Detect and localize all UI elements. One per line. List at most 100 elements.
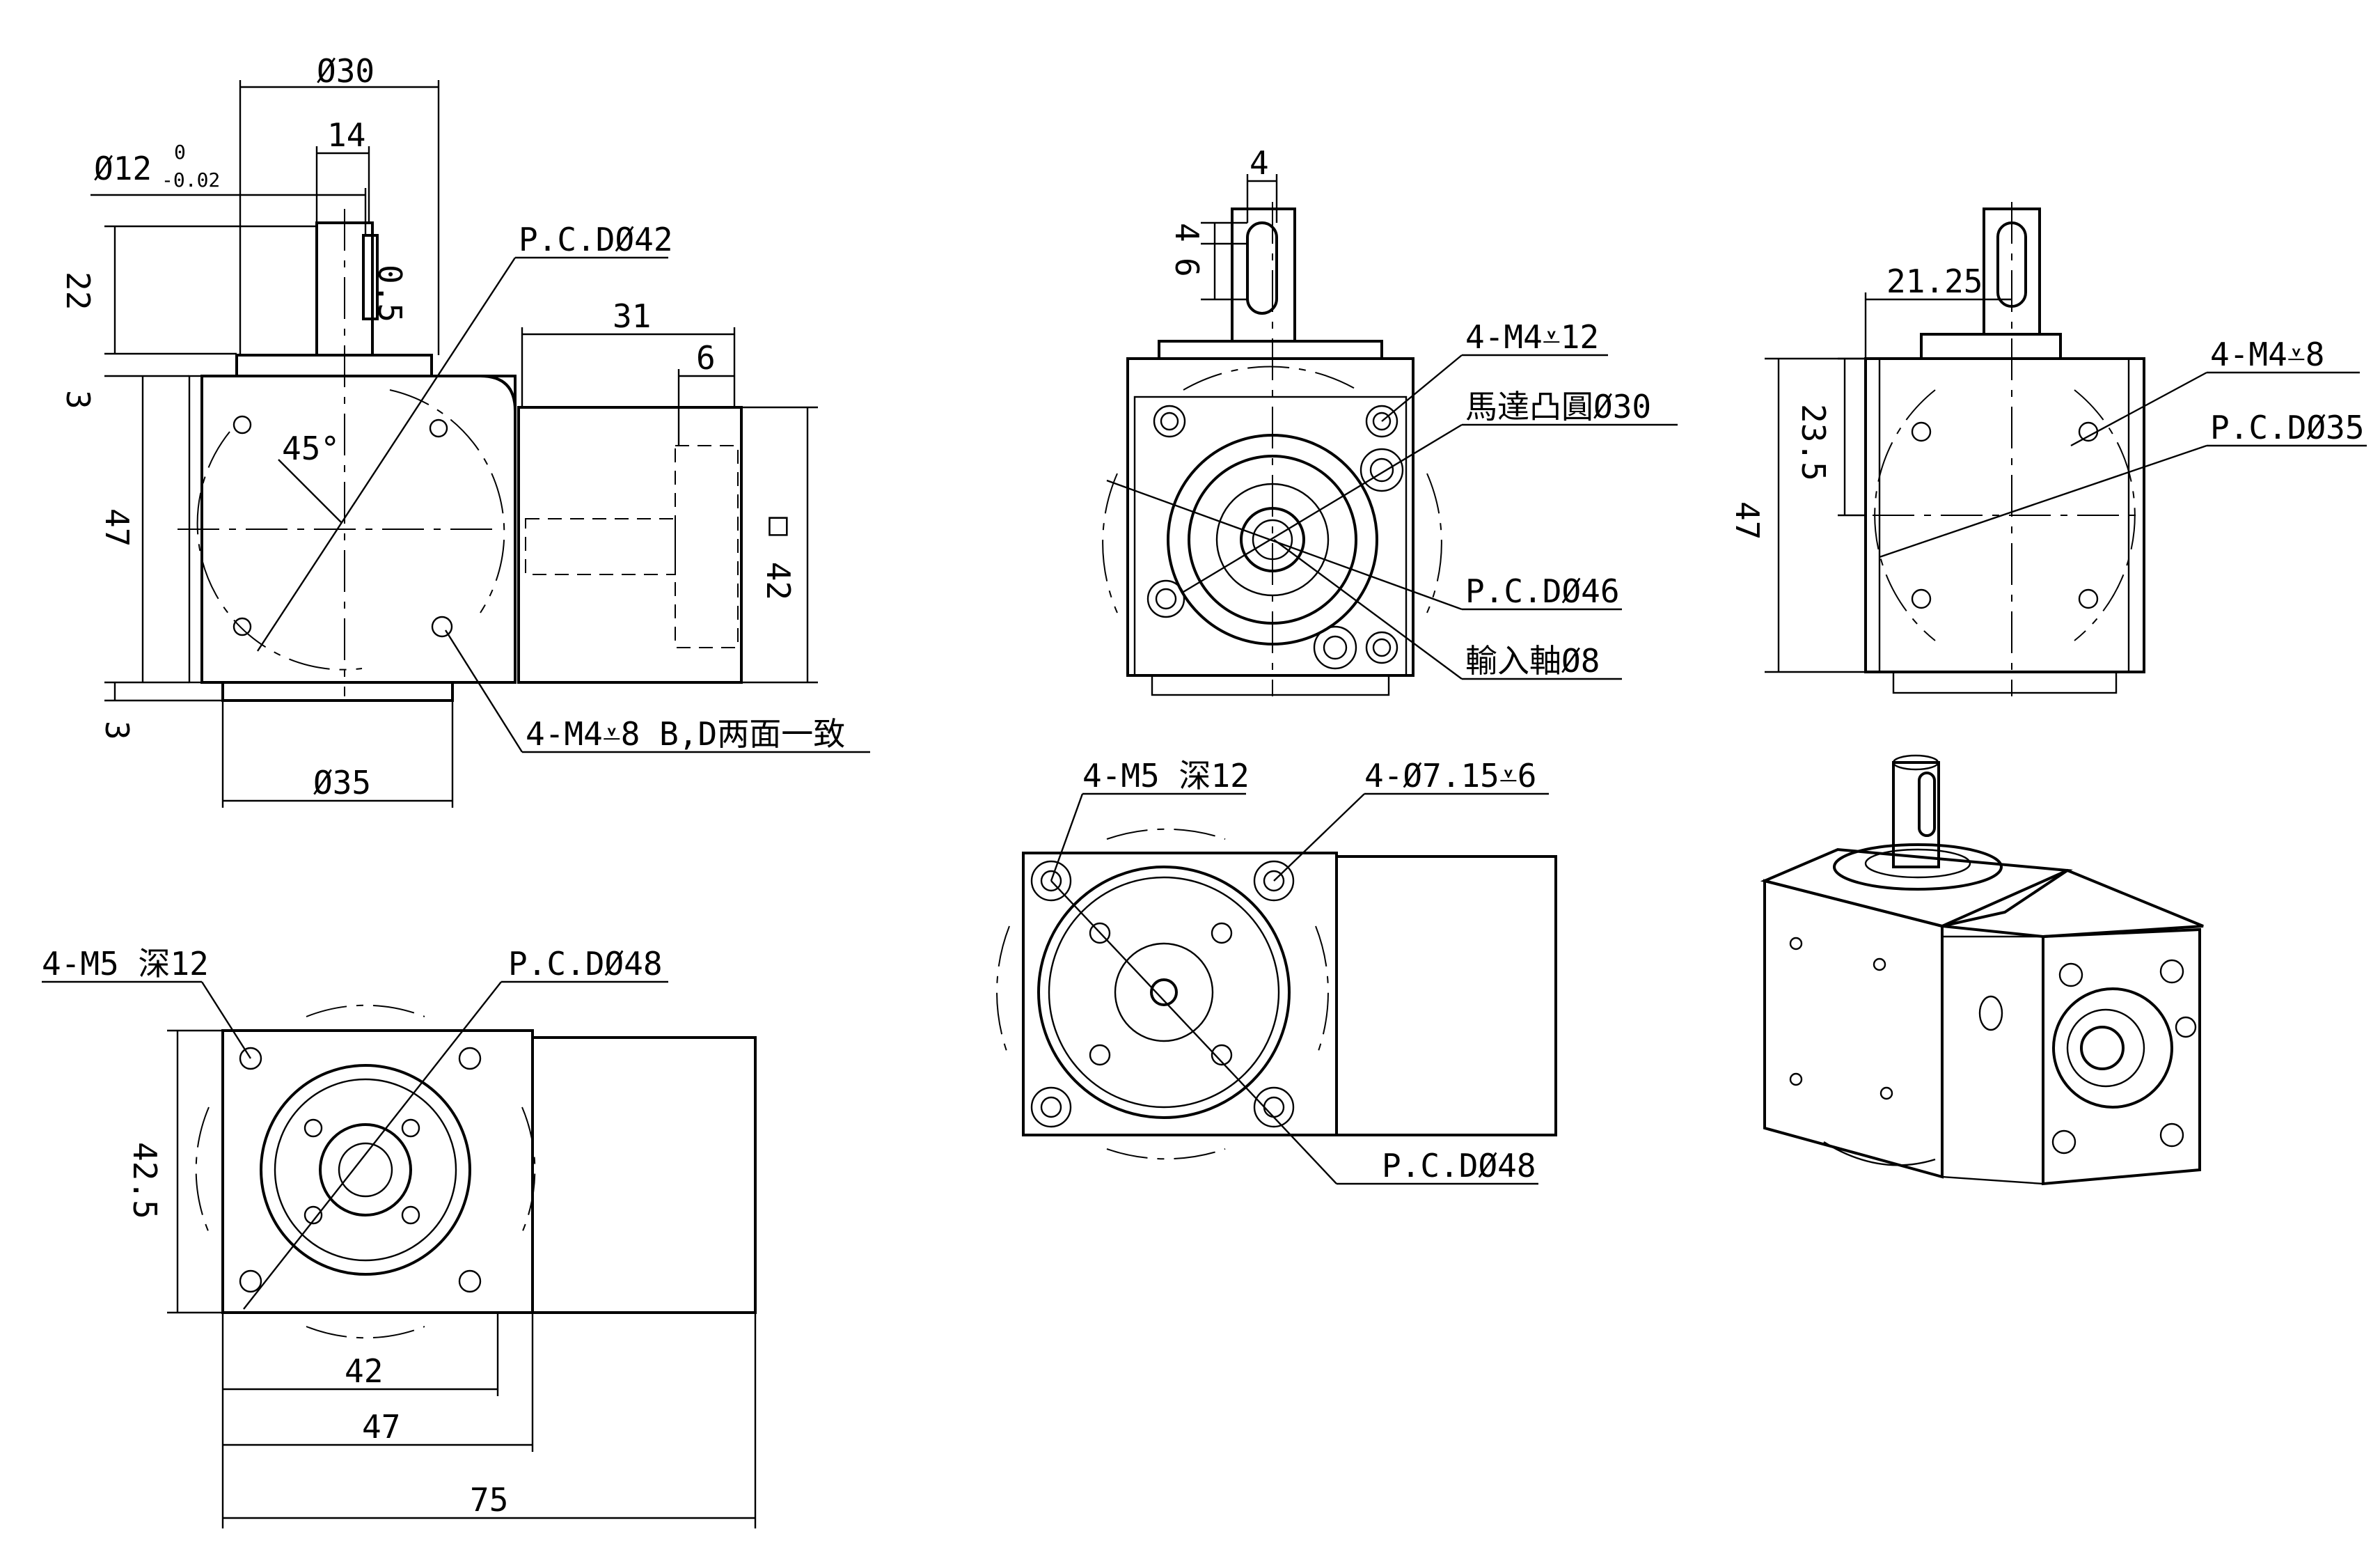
bottom-left-labels: 4-M5 深12 P.C.DØ48 42.5 42 47 75 (42, 945, 663, 1519)
bl-bolt-4 (401, 1205, 420, 1225)
front-base (1151, 674, 1390, 696)
iso-body-hole-2 (1873, 957, 1886, 971)
bl-ring-inner (319, 1123, 412, 1216)
bl-hole-tl (239, 1047, 262, 1070)
iso-motor-hole-2 (2159, 959, 2184, 984)
bl-pcd-arc-right (521, 1106, 536, 1233)
dim-right-offset: 21.25 (1886, 263, 1983, 300)
label-front-boss: 馬達凸圓Ø30 (1465, 388, 1651, 425)
bm-motor (1335, 855, 1557, 1136)
bottom-mid-view (996, 792, 1557, 1185)
iso-flange-inner (1864, 848, 1971, 879)
right-hole-tr (2078, 421, 2099, 442)
dim-base-dia: Ø35 (313, 764, 371, 801)
left-hole-tl (233, 415, 252, 435)
iso-motor-hole-4 (2159, 1122, 2184, 1148)
front-view (1102, 174, 1678, 696)
iso-shaft (1892, 761, 1940, 868)
dim-square-42: □ 42 (759, 505, 797, 600)
dim-right-height: 47 (1728, 501, 1766, 540)
label-right-pcd: P.C.DØ35 (2210, 409, 2365, 446)
left-top-plate (235, 354, 433, 377)
bl-hole-tr (458, 1047, 482, 1070)
left-pcd-arc-r (389, 389, 505, 613)
left-angle-leader (278, 459, 342, 523)
bm-hole-tr (1263, 870, 1285, 892)
label-bm-holes-b: 4-Ø7.15⩡6 (1364, 757, 1537, 795)
right-hole-bl (1911, 588, 1932, 609)
dim-bl-w2: 47 (362, 1408, 400, 1446)
left-hole-br (431, 616, 453, 638)
dim-bottom-offset: 3 (98, 721, 136, 740)
iso-body-front (1763, 879, 1944, 1179)
dim-bl-w3: 75 (470, 1481, 508, 1519)
bl-ring-core (338, 1142, 393, 1198)
front-hole-tr-out (1365, 405, 1398, 438)
bl-holes-leader (200, 981, 252, 1059)
bm-hole-br-out (1253, 1086, 1295, 1128)
bl-diag (243, 981, 502, 1310)
dim-shaft-dia: Ø12 (94, 150, 152, 187)
iso-shaft-key (1918, 772, 1936, 837)
dim-key-top: 4 (1250, 144, 1269, 182)
left-pcd-arc (196, 431, 363, 671)
bl-flange (221, 1029, 534, 1314)
label-front-holes: 4-M4⩡12 (1465, 318, 1599, 356)
left-hole-bl (233, 617, 252, 636)
iso-motor-side (1941, 935, 2044, 1185)
right-view (1765, 202, 2367, 696)
bm-bolt-3 (1089, 1044, 1111, 1066)
bm-hole-bl (1040, 1096, 1062, 1118)
iso-flange (1833, 843, 2003, 891)
bl-bolt-1 (304, 1118, 323, 1138)
bl-ring-outer (260, 1064, 471, 1276)
bm-pcd-arc-top (1106, 828, 1226, 840)
dim-bl-height: 42.5 (126, 1142, 164, 1219)
front-key (1246, 221, 1278, 315)
front-pcd-arc-right (1426, 473, 1442, 613)
left-diag-leader (256, 257, 517, 652)
label-front-pcd: P.C.DØ46 (1465, 572, 1620, 610)
dim-height-47: 47 (98, 508, 136, 547)
left-body-chamfer (432, 375, 517, 412)
label-bl-pcd: P.C.DØ48 (508, 945, 663, 983)
iso-shaft-top (1892, 754, 1939, 771)
left-base-boss (221, 681, 454, 702)
bm-diag (1050, 880, 1337, 1184)
front-hole-mb-out (1313, 625, 1357, 670)
bm-bolt-4 (1211, 1044, 1233, 1066)
bm-hole-br (1263, 1096, 1285, 1118)
right-leader-holes (2070, 371, 2207, 447)
dim-tol-lower: -0.02 (161, 169, 220, 191)
bm-ring-mid (1048, 876, 1280, 1109)
bl-hole-bl (239, 1269, 262, 1293)
front-hole-bl (1155, 588, 1177, 610)
dim-motor-length: 31 (613, 297, 651, 335)
bl-bolt-3 (304, 1205, 323, 1225)
left-motor-hidden-step (675, 445, 739, 648)
bl-pcd-arc-left (195, 1106, 210, 1233)
iso-body-hole-1 (1789, 937, 1803, 950)
dim-flange-dia: Ø30 (317, 52, 375, 90)
bm-pcd-arc-bot (1106, 1148, 1226, 1160)
label-bm-holes: 4-M5 深12 (1082, 757, 1250, 795)
iso-motor-hole-1 (2058, 962, 2083, 987)
front-hole-tl (1160, 412, 1179, 431)
front-pcd-arc-left (1102, 473, 1118, 613)
front-pcd-arc-top (1183, 366, 1358, 391)
bm-ring-core (1150, 978, 1178, 1006)
front-shaft (1231, 208, 1296, 343)
bottom-left-view (42, 980, 757, 1528)
label-bl-holes: 4-M5 深12 (42, 945, 209, 983)
iso-motor-ring-in (2066, 1008, 2145, 1088)
left-view (90, 80, 870, 808)
dim-key-b: 6 (1168, 258, 1206, 277)
isometric-view (1760, 754, 2204, 1186)
dim-bl-w1: 42 (345, 1352, 383, 1390)
iso-motor-hole-5 (2175, 1016, 2197, 1038)
front-leader-holes (1381, 354, 1463, 422)
left-key (362, 234, 379, 320)
dim-key-a: 4 (1168, 223, 1206, 242)
bm-holes-b-leader (1273, 793, 1365, 882)
front-hole-mr (1369, 457, 1394, 483)
